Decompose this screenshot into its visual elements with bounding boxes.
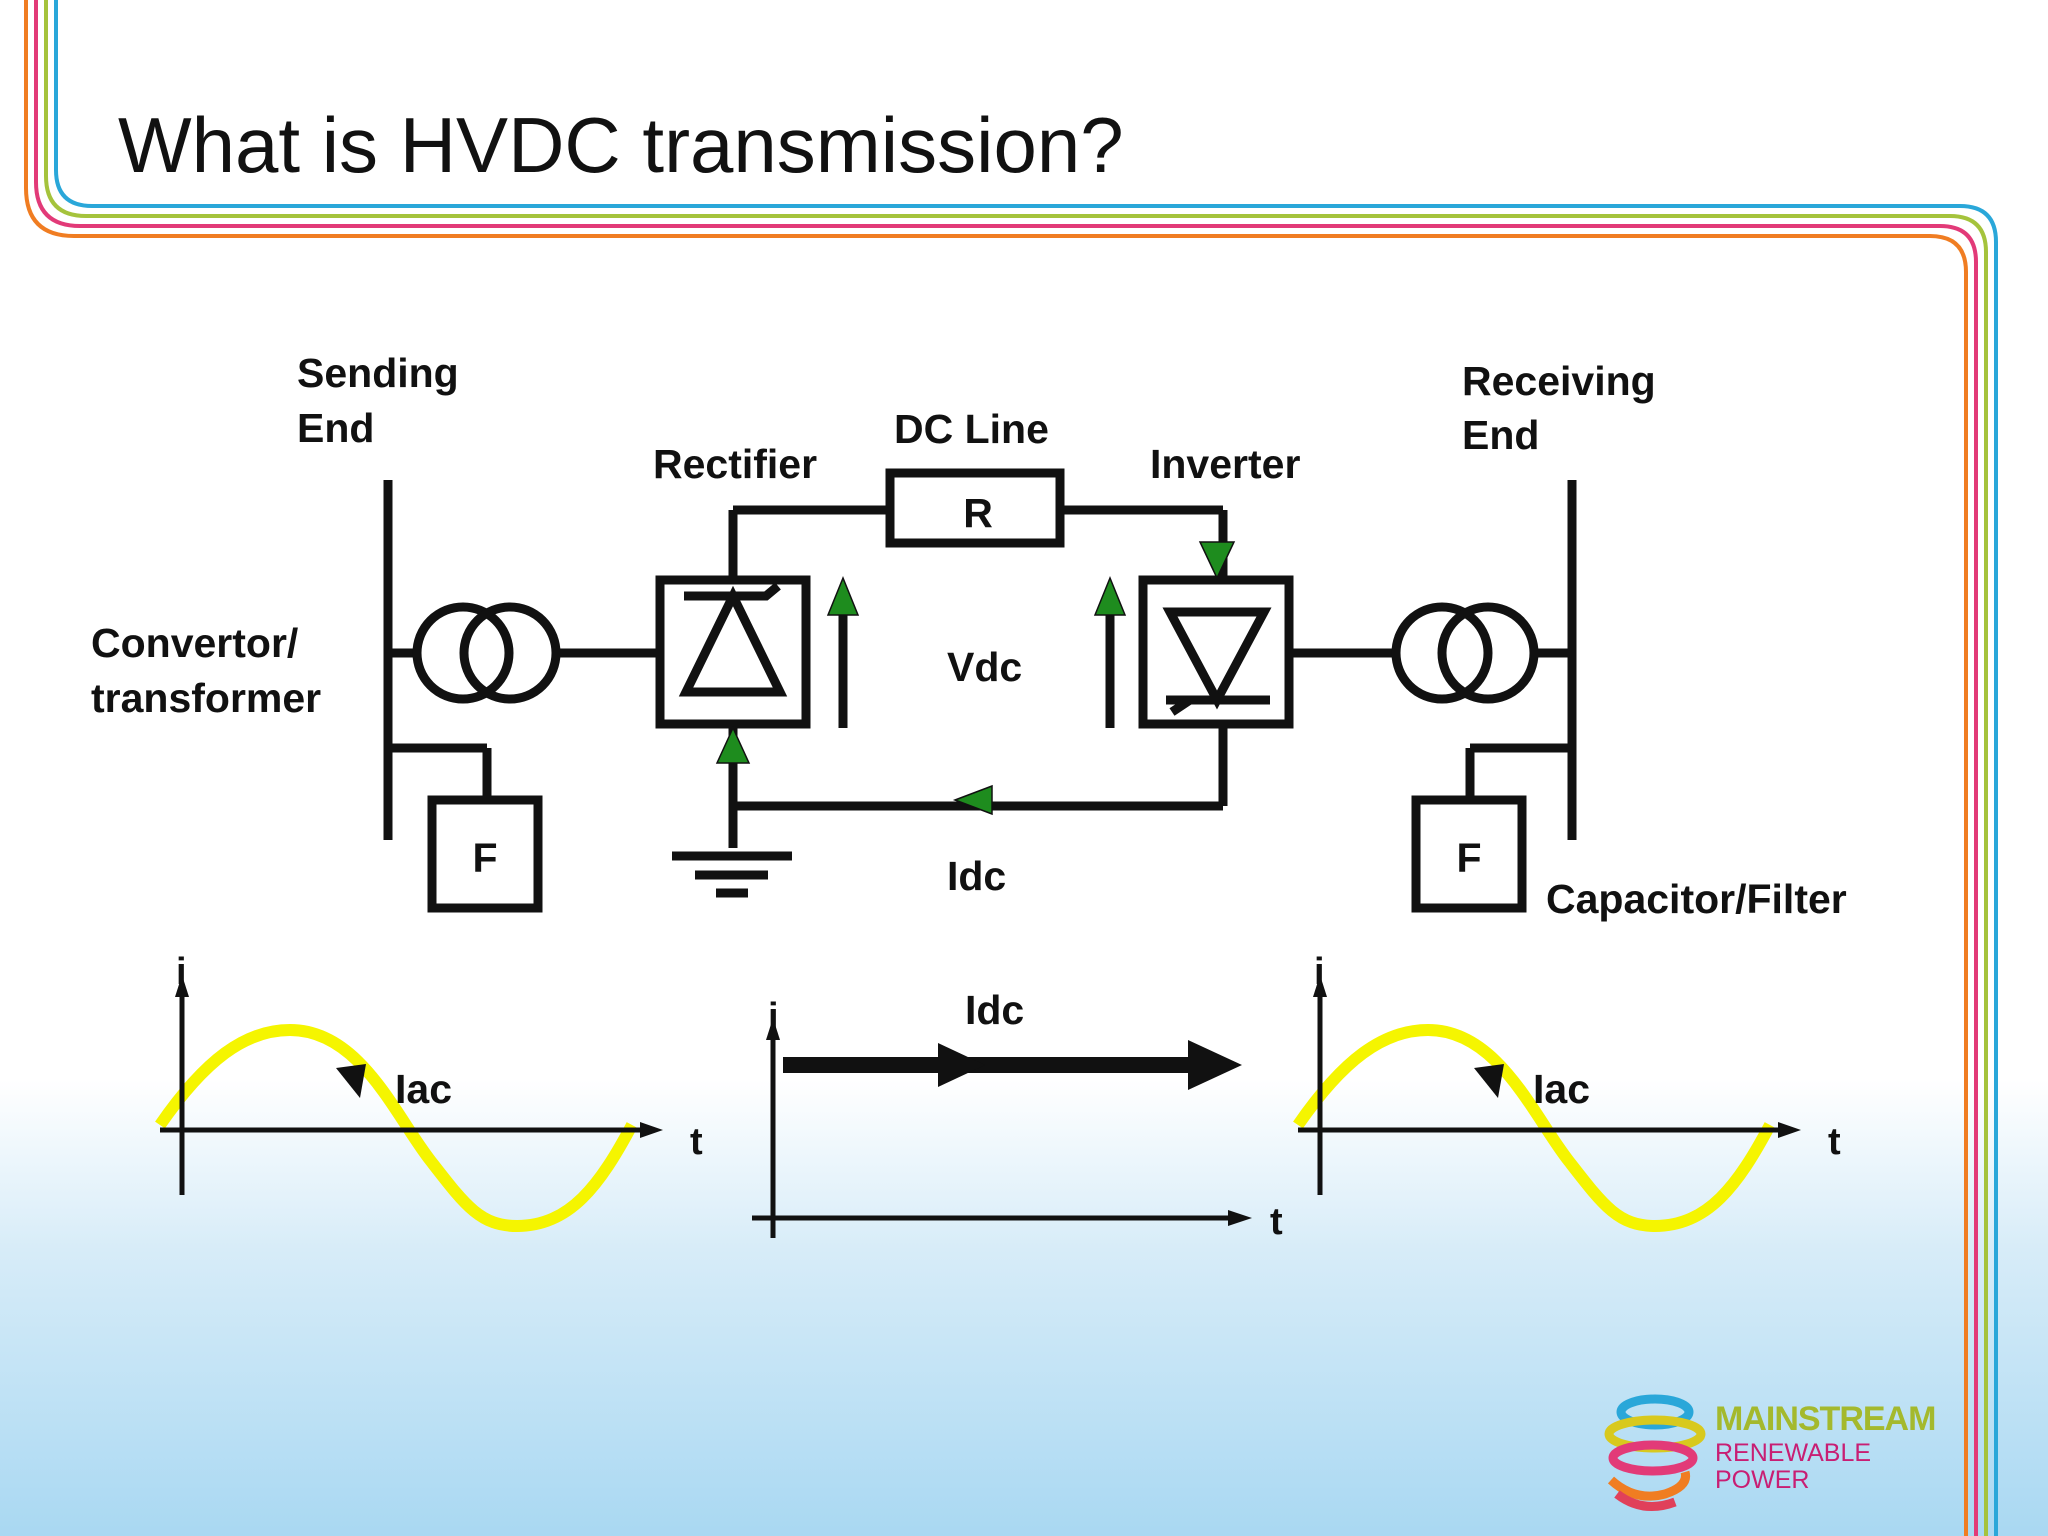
- sending-end-bus: [383, 480, 492, 840]
- sending-end-label-1: Sending: [297, 350, 459, 396]
- right-x-axis-label: t: [1828, 1121, 1841, 1163]
- dc-line-label: DC Line: [894, 406, 1049, 452]
- sending-end-label-2: End: [297, 405, 374, 451]
- green-arrowheads: [715, 541, 1236, 816]
- idc-label: Idc: [947, 853, 1006, 899]
- left-iac-arrow-icon: [336, 1064, 366, 1098]
- left-filter-label: F: [472, 835, 497, 881]
- vdc-arrows: [838, 612, 1115, 728]
- middle-y-axis-label: i: [768, 996, 779, 1038]
- convertor-transformer-label-1: Convertor/: [91, 620, 298, 666]
- right-filter-box: [1411, 795, 1527, 913]
- left-transformer-icon: [412, 602, 660, 704]
- inverter-current-arrowhead-icon: [1198, 541, 1236, 580]
- left-x-axis-label: t: [690, 1121, 703, 1163]
- receiving-end-bus: [1465, 480, 1577, 840]
- logo-line-2: RENEWABLE: [1715, 1439, 1871, 1467]
- ground-icon: [672, 851, 792, 898]
- vdc-right-arrowhead-icon: [1093, 576, 1127, 616]
- receiving-end-label-2: End: [1462, 412, 1539, 458]
- middle-dc-waveform: i t Idc: [752, 987, 1283, 1243]
- idc-mid-arrow-icon: [938, 1043, 985, 1087]
- left-y-axis-arrow-icon: [175, 975, 189, 997]
- middle-y-axis-arrow-icon: [766, 1018, 780, 1040]
- right-sine-curve: [1293, 1023, 1776, 1233]
- right-ac-waveform: i t Iac: [1293, 951, 1841, 1233]
- left-y-axis-label: i: [176, 951, 187, 993]
- rectifier-current-arrowhead-icon: [715, 726, 751, 764]
- middle-idc-label: Idc: [965, 987, 1024, 1033]
- right-iac-arrow-icon: [1474, 1064, 1504, 1098]
- resistor-label: R: [963, 490, 993, 536]
- middle-x-axis-label: t: [1270, 1201, 1283, 1243]
- middle-x-axis-arrow-icon: [1228, 1210, 1252, 1226]
- left-x-axis-arrow-icon: [640, 1122, 663, 1138]
- slide-title: What is HVDC transmission?: [118, 101, 1124, 189]
- right-y-axis-label: i: [1314, 951, 1325, 993]
- vdc-left-arrowhead-icon: [826, 576, 860, 616]
- receiving-end-label-1: Receiving: [1462, 358, 1656, 404]
- right-transformer-icon: [1391, 602, 1572, 704]
- vdc-label: Vdc: [947, 644, 1022, 690]
- right-x-axis-arrow-icon: [1778, 1122, 1801, 1138]
- idc-arrowhead-icon: [952, 784, 993, 816]
- right-iac-label: Iac: [1533, 1066, 1590, 1112]
- right-y-axis-arrow-icon: [1313, 975, 1327, 997]
- mainstream-logo: MAINSTREAM RENEWABLE POWER: [1604, 1394, 1936, 1511]
- capacitor-filter-label: Capacitor/Filter: [1546, 876, 1847, 922]
- right-filter-label: F: [1456, 835, 1481, 881]
- left-filter-box: [427, 795, 543, 913]
- left-iac-label: Iac: [395, 1066, 452, 1112]
- inverter-label: Inverter: [1150, 441, 1300, 487]
- left-ac-waveform: i t Iac: [155, 951, 703, 1233]
- logo-line-3: POWER: [1715, 1466, 1809, 1494]
- convertor-transformer-label-2: transformer: [91, 675, 321, 721]
- left-sine-curve: [155, 1023, 638, 1233]
- inverter-icon: [1138, 575, 1396, 729]
- idc-end-arrow-icon: [1188, 1040, 1242, 1090]
- globe-swirl-icon: [1604, 1394, 1706, 1511]
- logo-line-1: MAINSTREAM: [1715, 1400, 1935, 1438]
- rectifier-label: Rectifier: [653, 441, 817, 487]
